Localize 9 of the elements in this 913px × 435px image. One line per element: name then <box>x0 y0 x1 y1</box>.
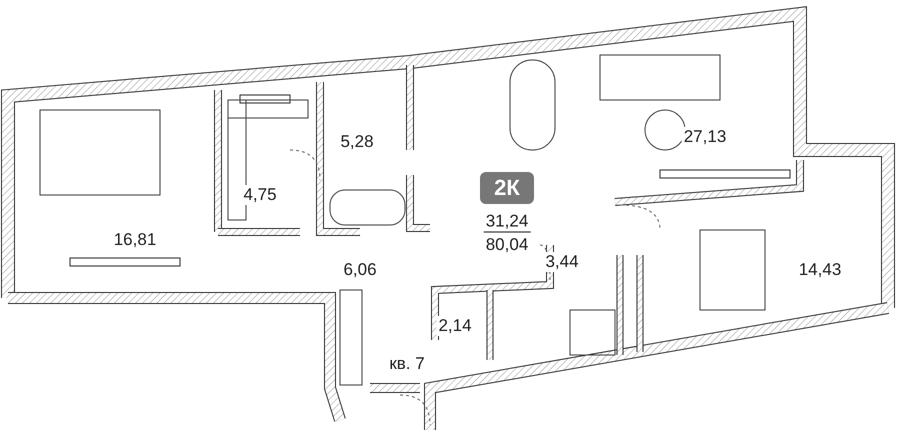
room-area: 6,06 <box>341 260 379 280</box>
room-area: 4,75 <box>241 185 279 205</box>
room-area: 3,44 <box>543 252 581 272</box>
room-area: 5,28 <box>338 132 376 152</box>
apartment-type-badge: 2К <box>480 172 534 204</box>
room-area: 2,14 <box>436 316 474 336</box>
total-area: 80,04 <box>484 235 530 255</box>
room-area: 27,13 <box>682 127 728 147</box>
living-area: 31,24 <box>484 212 530 232</box>
